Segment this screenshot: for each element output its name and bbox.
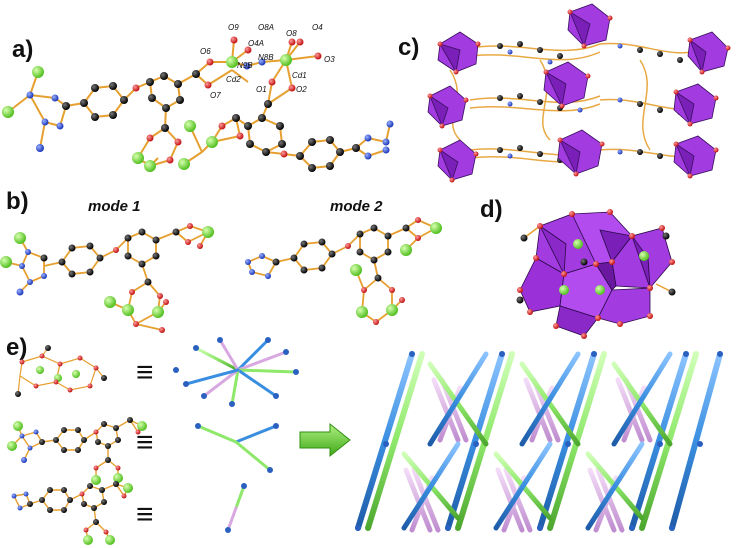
node-three [196, 424, 278, 472]
atom-label-o8a: O8A [258, 23, 274, 32]
atom-label-o6: O6 [200, 47, 211, 56]
mode-1-label: mode 1 [88, 198, 141, 215]
atom-label-o8: O8 [286, 29, 297, 38]
node-star [174, 338, 298, 406]
panel-label-a: a) [12, 36, 34, 63]
mode-2-label: mode 2 [330, 198, 383, 215]
panel-e-topology: ≡ ≡ ≡ [7, 337, 723, 545]
atom-label-o3: O3 [324, 55, 335, 64]
atom-label-cd2: Cd2 [226, 75, 241, 84]
atom-label-n9b: N9B [237, 61, 253, 70]
panel-b-modes [0, 217, 442, 333]
panel-c-packing [427, 3, 731, 183]
atom-label-o2: O2 [296, 85, 307, 94]
equiv-symbol-2: ≡ [136, 426, 154, 459]
panel-label-b: b) [6, 188, 29, 215]
panel-d-cluster [516, 209, 676, 339]
panel-label-e: e) [6, 334, 28, 361]
panel-label-d: d) [480, 196, 503, 223]
panel-a-structure: O9 O8A O8 O4 O6 O4A N9B N8B O3 Cd2 Cd1 O… [2, 23, 394, 172]
atom-label-o4a: O4A [248, 39, 264, 48]
atom-label-cd1: Cd1 [292, 71, 307, 80]
right-arrow-icon [299, 422, 351, 458]
atom-label-o4: O4 [312, 23, 323, 32]
node-two [226, 484, 246, 532]
atom-label-n8b: N8B [258, 53, 274, 62]
equiv-symbol-3: ≡ [136, 498, 154, 531]
atom-label-o9: O9 [228, 23, 239, 32]
topological-net [355, 351, 723, 533]
equiv-symbol-1: ≡ [136, 356, 154, 389]
atom-label-o1: O1 [256, 85, 267, 94]
atom-label-o7: O7 [210, 91, 221, 100]
panel-label-c: c) [398, 34, 420, 61]
